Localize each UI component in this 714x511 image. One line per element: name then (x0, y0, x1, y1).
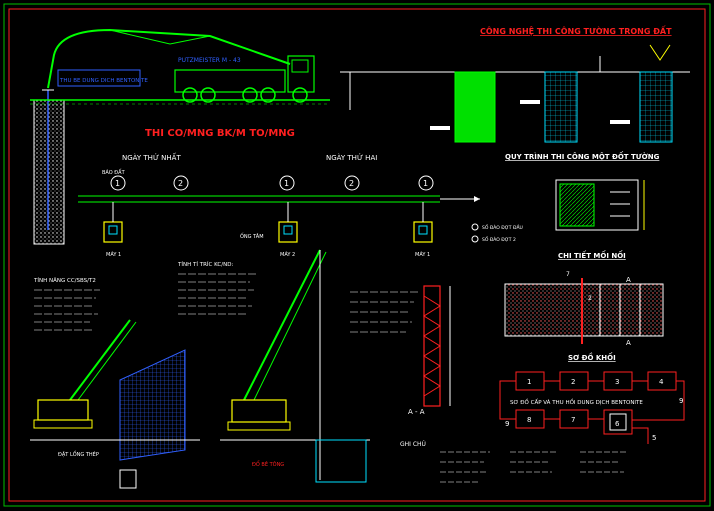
tube-label: ỐNG TÂM (240, 232, 264, 240)
crane-caption: ĐẶT LỒNG THÉP (58, 449, 99, 458)
inner-frame (8, 8, 706, 502)
crane-pour-section: TÍNH TÍ TRÍC KC/ND: ĐỔ BÊ TÔNG (177, 249, 370, 483)
section-aa-label: A - A (408, 408, 425, 416)
crane-cage-section: TÍNH NĂNG CC/SBS/T2 ĐẶT LỒNG THÉP (30, 277, 200, 489)
day-two-title: NGÀY THỨ HAI (326, 153, 377, 162)
joint-detail-section: CHI TIẾT MỐI NỐI A A 7 2 (504, 250, 664, 347)
panel-sequence-title: QUY TRÌNH THI CÔNG MỘT ĐỐT TƯỜNG (505, 151, 660, 161)
main-title-right: CÔNG NGHỆ THI CÔNG TƯỜNG TRONG ĐẤT (480, 24, 672, 36)
section-aa: A - A GHI CHÚ (350, 285, 626, 483)
joint-mark-2: 2 (588, 295, 592, 302)
flow-box-2: 2 (571, 378, 575, 386)
flow-box-6: 6 (615, 420, 620, 428)
flow-box-1: 1 (527, 378, 531, 386)
joint-detail-title: CHI TIẾT MỐI NỐI (558, 250, 626, 260)
machine-2: MÁY 2 (280, 251, 295, 258)
left-notes-title: TÍNH NĂNG CC/SBS/T2 (33, 277, 96, 284)
outer-frame (3, 3, 711, 507)
main-title-left: THI CO/MNG BK/M TO/MNG (145, 128, 295, 139)
panel-step-1 (454, 71, 496, 143)
pump-truck-section: THU BE DUNG DICH BENTONITE PUTZMEISTER M… (30, 28, 330, 245)
flow-caption: SƠ ĐỒ CẤP VÀ THU HỒI DUNG DỊCH BENTONITE (510, 397, 643, 406)
crane2-caption: ĐỔ BÊ TÔNG (252, 460, 284, 468)
day-sequence-section: NGÀY THỨ NHẤT NGÀY THỨ HAI 1 2 1 2 1 MÁY… (78, 152, 480, 258)
step-1a: 1 (115, 179, 120, 188)
excavator-label: BÁO ĐẤT (102, 168, 126, 176)
flow-box-9b: 9 (679, 397, 683, 405)
flow-diagram-section: SƠ ĐỒ KHỐI 1 2 3 4 6 7 8 SƠ ĐỒ CẤP VÀ TH… (499, 352, 685, 444)
pump-truck-body (174, 69, 286, 93)
pump-truck-label: PUTZMEISTER M - 43 (178, 57, 241, 64)
flow-box-9a: 9 (505, 420, 509, 428)
step-1c: 1 (423, 179, 428, 188)
legend-one: SỐ ĐÀO ĐỢT ĐẦU (482, 223, 523, 231)
joint-mark-7: 7 (566, 271, 570, 278)
panel-step-2 (544, 71, 578, 143)
wall-technology-section: CÔNG NGHỆ THI CÔNG TƯỜNG TRONG ĐẤT (340, 24, 690, 143)
joint-mark-a-bottom: A (626, 339, 631, 347)
legend-two: SỐ ĐÀO ĐỢT 2 (482, 235, 516, 243)
flow-box-3: 3 (615, 378, 619, 386)
day-one-title: NGÀY THỨ NHẤT (122, 152, 181, 162)
flow-box-5: 5 (652, 434, 656, 442)
notes-title: GHI CHÚ (400, 441, 426, 448)
trench-left (33, 99, 65, 245)
panel-sequence-section: QUY TRÌNH THI CÔNG MỘT ĐỐT TƯỜNG SỐ ĐÀO … (471, 151, 660, 243)
joint-mark-a-top: A (626, 276, 631, 284)
panel-step-3 (639, 71, 673, 143)
flow-box-8: 8 (527, 416, 531, 424)
step-1b: 1 (284, 179, 289, 188)
flow-box-4: 4 (659, 378, 664, 386)
step-2b: 2 (349, 179, 354, 188)
center-notes-title: TÍNH TÍ TRÍC KC/ND: (177, 261, 233, 268)
machine-1-left: MÁY 1 (106, 251, 121, 258)
machine-1-right: MÁY 1 (415, 251, 430, 258)
flow-box-7: 7 (571, 416, 575, 424)
flow-diagram-title: SƠ ĐỒ KHỐI (568, 352, 616, 362)
step-2a: 2 (178, 179, 183, 188)
slurry-tank-label: THU BE DUNG DICH BENTONITE (59, 78, 148, 84)
